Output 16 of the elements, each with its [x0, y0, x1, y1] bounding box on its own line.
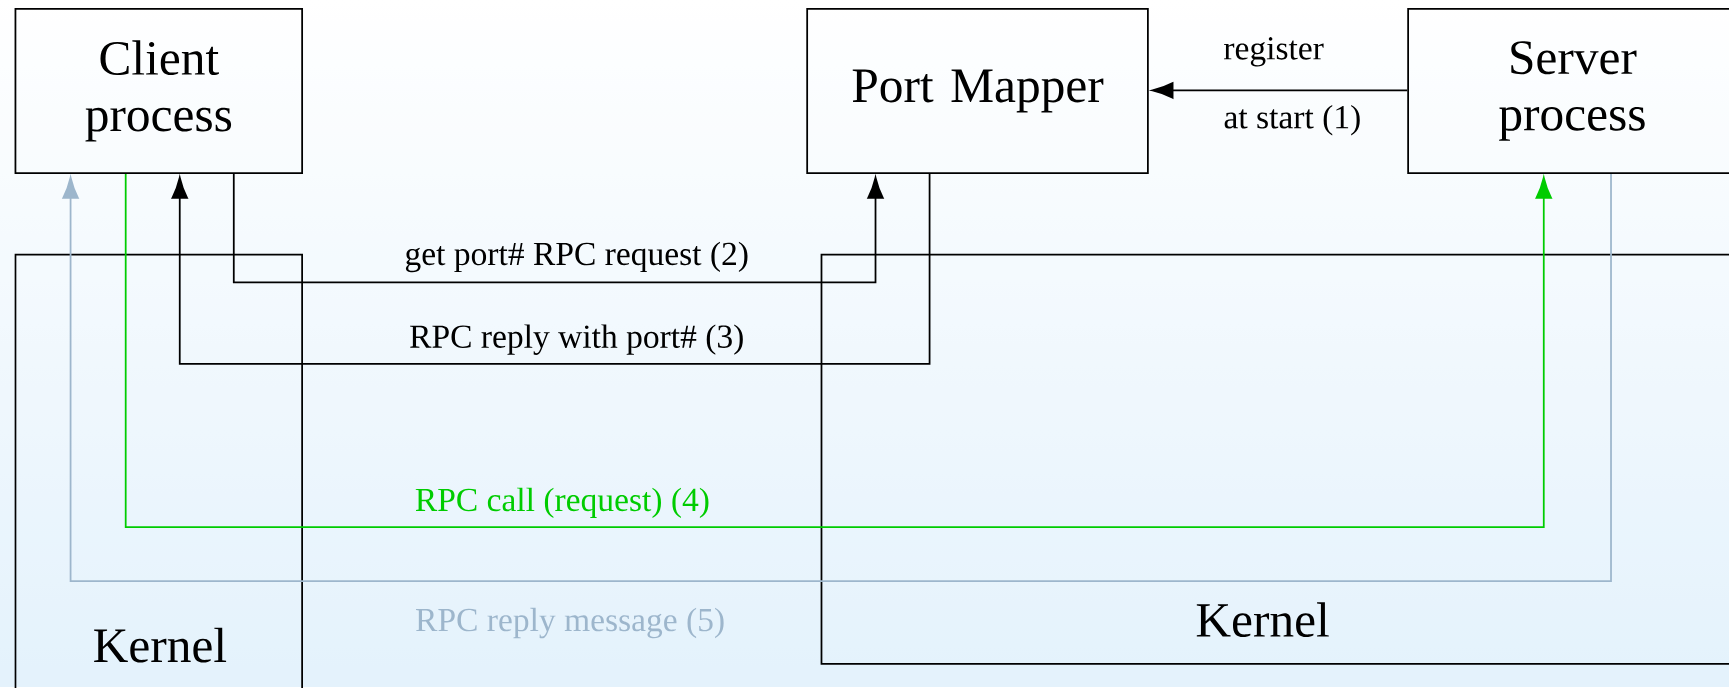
arrow: [124, 173, 1552, 528]
arrow: [62, 173, 1612, 582]
region-label: Kernel: [94, 627, 227, 663]
note-label: at start (1): [1224, 104, 1360, 136]
edge-label: register: [1224, 37, 1324, 67]
arrow: [1151, 82, 1409, 99]
edge-label: get port# RPC request (2): [405, 241, 748, 273]
process-box: Client process: [14, 7, 303, 174]
process-box: Server process: [1407, 7, 1729, 174]
arrow: [232, 173, 884, 284]
arrow: [171, 173, 931, 365]
edge-label: RPC reply message (5): [416, 607, 724, 639]
edge-label: RPC reply with port# (3): [410, 324, 743, 355]
process-box: Port Mapper: [806, 7, 1149, 174]
edge-label: RPC call (request) (4): [415, 487, 709, 518]
region-label: Kernel: [1196, 602, 1329, 638]
